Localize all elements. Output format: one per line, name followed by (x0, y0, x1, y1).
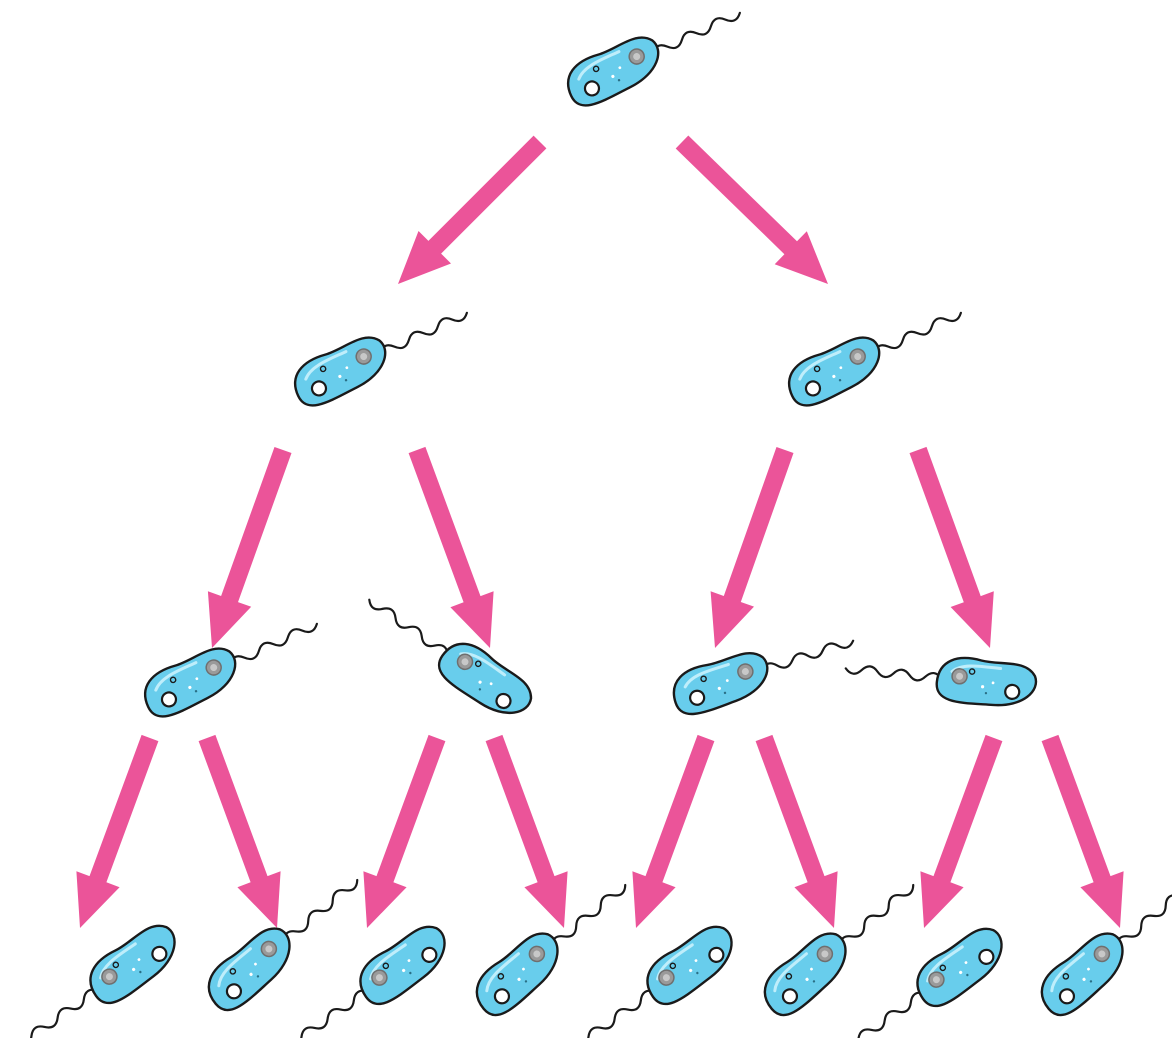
bacterium (562, 918, 744, 1038)
bacterium-body (667, 646, 775, 719)
division-arrow (398, 136, 546, 284)
division-arrow (486, 735, 568, 928)
bacterium-body (560, 30, 668, 112)
bacterium-body (1031, 925, 1135, 1023)
bacterium-body (350, 918, 457, 1011)
bacterium-body (907, 920, 1014, 1013)
division-arrow (632, 735, 714, 928)
flagellum (845, 664, 941, 683)
arrows-layer (76, 136, 1123, 929)
flagellum (281, 877, 360, 946)
vacuole (1005, 684, 1020, 699)
bacterium-body (198, 920, 302, 1018)
division-arrow (199, 735, 281, 928)
division-arrow (920, 735, 1002, 928)
division-arrow (711, 447, 794, 648)
bacterium (832, 920, 1014, 1038)
flagellum (286, 988, 370, 1038)
bacterium (754, 867, 927, 1022)
flagellum (228, 620, 319, 669)
division-arrow (409, 447, 494, 648)
division-arrow (676, 136, 828, 285)
bacterium-body (781, 330, 889, 412)
bacterium-body (287, 330, 395, 412)
flagellum (573, 988, 657, 1038)
division-arrow (76, 735, 158, 928)
flagellum (378, 309, 469, 358)
flagellum (760, 636, 854, 674)
bacterium (667, 619, 860, 720)
bacterium-body (137, 641, 245, 723)
flagellum (367, 596, 451, 658)
bacterium-body (935, 655, 1038, 710)
bacterium-body (754, 925, 858, 1023)
bacterium (275, 918, 457, 1038)
bacterium-body (432, 634, 539, 727)
flagellum (872, 309, 963, 358)
division-arrow (910, 447, 994, 648)
bacterium (357, 581, 539, 727)
flagellum (651, 9, 742, 58)
flagellum (1114, 882, 1172, 951)
bacterium (843, 646, 1037, 711)
flagellum (16, 987, 100, 1038)
bacterium (560, 0, 749, 112)
bacterium (5, 917, 187, 1038)
bacterium-body (80, 917, 187, 1010)
bacterium-body (466, 925, 570, 1023)
bacterium (287, 292, 476, 412)
division-arrow (363, 735, 445, 928)
flagellum (837, 882, 916, 951)
division-arrow (1042, 735, 1124, 928)
division-arrow (208, 447, 292, 648)
flagellum (843, 990, 927, 1038)
bacteria-layer (5, 0, 1172, 1038)
division-arrow (756, 735, 838, 928)
bacterium-body (637, 918, 744, 1011)
bacterium (198, 862, 371, 1017)
bacterium (781, 292, 970, 412)
